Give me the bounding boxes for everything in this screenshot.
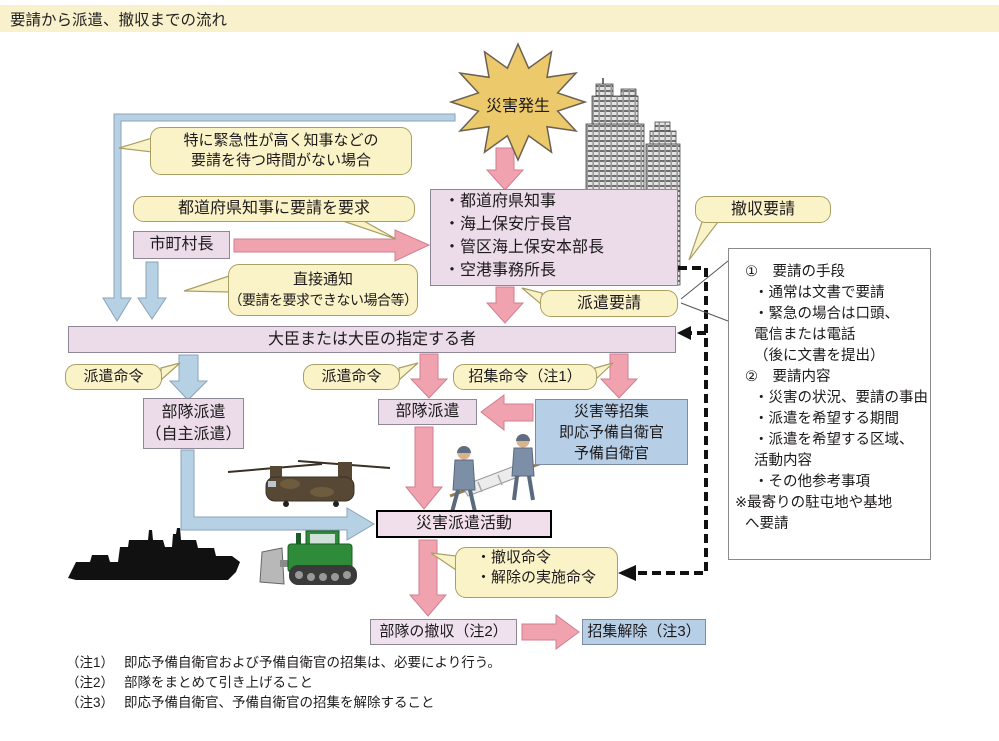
page-title: 要請から派遣、撤収までの流れ [0, 5, 999, 32]
info-line: へ要請 [745, 516, 789, 532]
arrow-voluntary-to-activity [180, 449, 375, 541]
bubble-callup-order: 招集命令（注1） [453, 364, 597, 390]
footnote-3: （注3） 即応予備自衛官、予備自衛官の招集を解除すること [66, 694, 706, 711]
stretcher-team-icon [449, 434, 543, 513]
tail-direct-notice [183, 275, 230, 293]
info-pointer-lines [680, 260, 729, 322]
bubble-withdrawal-request: 撤収要請 [695, 196, 831, 223]
footnote-label: （注2） [66, 675, 115, 690]
disaster-starburst [448, 42, 588, 162]
ship-icon [68, 528, 240, 580]
bubble-tails [118, 137, 720, 572]
box-callup-release: 招集解除（注3） [582, 619, 706, 645]
arrow-mayor-to-requesters [233, 229, 431, 262]
info-line: ・派遣を希望する期間 [754, 411, 899, 427]
dashed-arrowheads [618, 326, 691, 581]
footnote-label: （注3） [66, 695, 115, 710]
arrow-activity-to-withdrawal [408, 539, 448, 617]
bubble-request-demand: 都道府県知事に要請を要求 [133, 196, 415, 222]
info-line: ・災害の状況、要請の事由 [754, 390, 928, 406]
tail-dispatch-order-left [160, 362, 181, 382]
info-line: ・通常は文書で要請 [754, 285, 885, 301]
bubble-dispatch-order-mid: 派遣命令 [303, 364, 400, 390]
tail-dispatch-order-mid [398, 362, 419, 382]
info-line: ・派遣を希望する区域、 [754, 432, 914, 448]
arrow-mayor-direct [137, 261, 167, 320]
box-unit-dispatch-voluntary: 部隊派遣 （自主派遣） [143, 398, 244, 449]
footnote-text: 部隊をまとめて引き上げること [124, 675, 313, 690]
box-requesters: ・都道府県知事 ・海上保安庁長官 ・管区海上保安本部長 ・空港事務所長 [430, 189, 678, 286]
footnote-label: （注1） [66, 655, 115, 670]
tail-dispatch-request [521, 287, 543, 307]
info-line: ・その他参考事項 [754, 474, 870, 490]
bubble-urgent-case: 特に緊急性が高く知事などの 要請を待つ時間がない場合 [150, 127, 412, 175]
request-info-box: ① 要請の手段 ・通常は文書で要請 ・緊急の場合は口頭、 電信または電話 （後に… [728, 248, 931, 560]
blue-flow-arrows [102, 113, 456, 541]
footnote-text: 即応予備自衛官および予備自衛官の招集は、必要により行う。 [124, 655, 501, 670]
arrow-withdrawal-to-release [521, 614, 580, 650]
pink-flow-arrows [233, 147, 639, 650]
footnote-2: （注2） 部隊をまとめて引き上げること [66, 674, 706, 691]
box-dispatch-activity: 災害派遣活動 [376, 510, 552, 538]
arrow-callup-to-dispatch [480, 394, 534, 432]
info-line: 電信または電話 [754, 327, 856, 343]
arrow-requesters-to-minister [485, 286, 525, 324]
info-line: ※最寄りの駐屯地や基地 [735, 495, 893, 511]
footnote-1: （注1） 即応予備自衛官および予備自衛官の招集は、必要により行う。 [66, 654, 706, 671]
bubble-withdrawal-order: ・撤収命令 ・解除の実施命令 [455, 547, 618, 598]
arrow-dispatch-to-activity [404, 426, 444, 510]
tail-request-demand [339, 219, 397, 240]
bubble-direct-notice: 直接通知 （要請を要求できない場合等） [228, 264, 418, 316]
tail-urgent [118, 137, 153, 153]
arrow-callup-order [599, 353, 639, 399]
box-unit-dispatch: 部隊派遣 [378, 399, 477, 425]
info-line: （後に文書を提出） [754, 348, 885, 364]
bubble-dispatch-order-left: 派遣命令 [65, 364, 162, 390]
box-minister: 大臣または大臣の指定する者 [68, 326, 676, 353]
disaster-starburst-label: 災害発生 [485, 98, 550, 115]
footnotes: （注1） 即応予備自衛官および予備自衛官の招集は、必要により行う。 （注2） 部… [66, 654, 706, 714]
bubble-dispatch-request: 派遣要請 [540, 290, 678, 317]
box-disaster-callup: 災害等招集 即応予備自衛官 予備自衛官 [535, 399, 688, 465]
withdrawal-request-dashed-path [634, 266, 708, 575]
info-line: ② 要請内容 [745, 369, 831, 385]
arrow-dispatch-order-left [168, 354, 209, 401]
info-line: ・緊急の場合は口頭、 [754, 306, 899, 322]
box-unit-withdrawal: 部隊の撤収（注2） [370, 619, 517, 645]
footnote-text: 即応予備自衛官、予備自衛官の招集を解除すること [124, 695, 435, 710]
info-line: ① 要請の手段 [745, 264, 845, 280]
info-line: 活動内容 [754, 453, 812, 469]
arrow-dispatch-order-mid [409, 353, 449, 399]
box-mayor: 市町村長 [133, 231, 230, 259]
bulldozer-icon [259, 530, 357, 585]
tail-withdrawal-request [688, 221, 720, 261]
helicopter-icon [227, 460, 391, 507]
arrow-urgent-bypass [102, 113, 456, 322]
